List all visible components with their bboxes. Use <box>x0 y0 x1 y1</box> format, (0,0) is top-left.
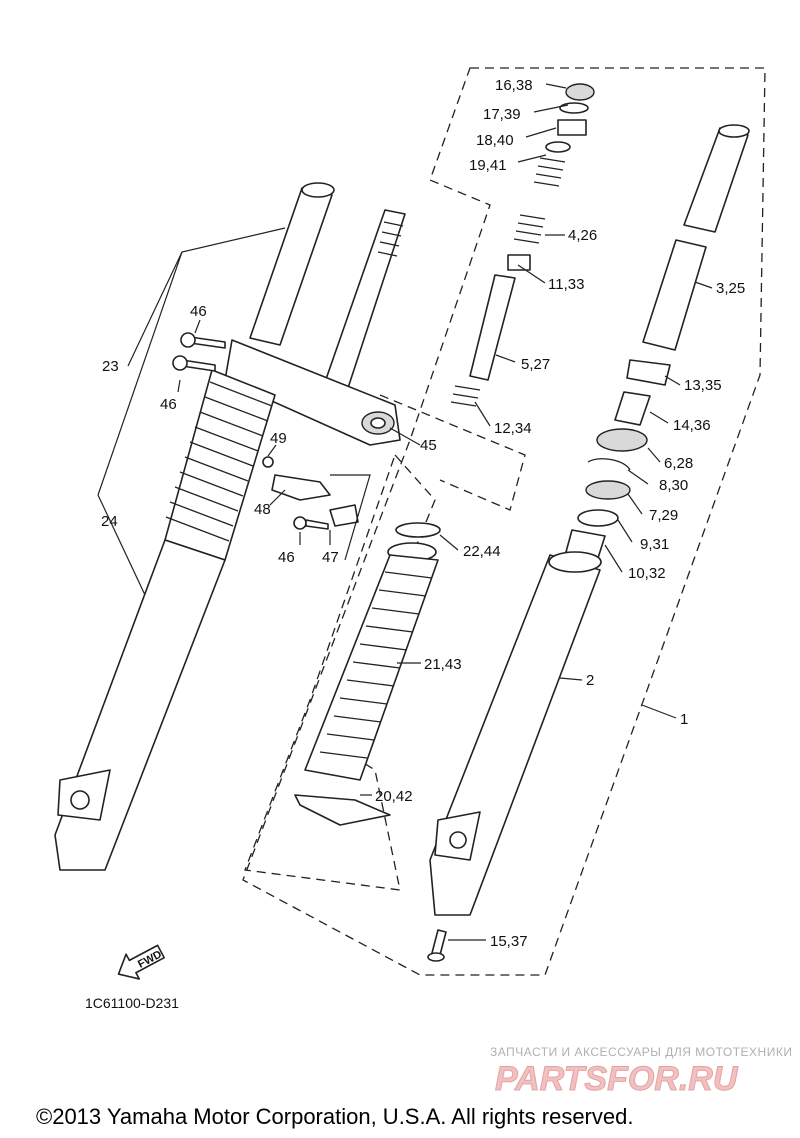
callout-46-lower: 46 <box>160 396 177 413</box>
nut-49 <box>262 456 274 468</box>
callout-13-35: 13,35 <box>684 377 722 394</box>
cartridge-parts <box>450 83 595 407</box>
spring-12-34 <box>450 385 481 407</box>
bushing-13-35 <box>626 359 671 386</box>
bolt-46-shank <box>305 519 329 530</box>
callout-17-39: 17,39 <box>483 106 521 123</box>
callout-15-37: 15,37 <box>490 933 528 950</box>
left-axle-hole <box>70 790 90 810</box>
left-inner-tube <box>249 187 333 346</box>
callout-11-33: 11,33 <box>548 276 584 293</box>
inner-tube-upper <box>683 127 749 233</box>
inner-tube-3-25 <box>642 239 707 351</box>
callout-9-31: 9,31 <box>640 536 669 553</box>
bracket-bolt-lower-head <box>172 355 188 371</box>
seal-6-28 <box>596 428 648 452</box>
callout-45: 45 <box>420 437 437 454</box>
spring-4-26 <box>513 214 546 244</box>
callout-10-32: 10,32 <box>628 565 666 582</box>
outer-tube-2 <box>429 554 601 916</box>
callout-46-guide: 46 <box>278 549 295 566</box>
inner-tube-upper-top <box>718 124 750 138</box>
bushing-14-36 <box>614 391 651 426</box>
under-bracket <box>224 339 401 446</box>
watermark-logo: PARTSFOR.RU <box>495 1060 739 1098</box>
bolt-15-37-head <box>427 952 445 962</box>
boot-group-boundary <box>244 453 436 891</box>
callout-5-27: 5,27 <box>521 356 550 373</box>
outer-tube-top <box>548 551 602 573</box>
watermark: ЗАПЧАСТИ И АКСЕССУАРЫ ДЛЯ МОТОТЕХНИКИ PA… <box>490 1045 792 1099</box>
callout-23: 23 <box>102 358 119 375</box>
fwd-arrow-icon: FWD <box>117 944 165 980</box>
left-tube-top <box>301 182 335 198</box>
guide-48 <box>271 474 331 501</box>
callout-47: 47 <box>322 549 339 566</box>
callout-4-26: 4,26 <box>568 227 597 244</box>
callout-48: 48 <box>254 501 271 518</box>
left-fork-assembly <box>54 182 406 871</box>
callout-19-41: 19,41 <box>469 157 507 174</box>
band-22-44 <box>395 522 441 538</box>
collar-11-33 <box>507 254 531 271</box>
callout-21-43: 21,43 <box>424 656 462 673</box>
boot-21-43 <box>304 554 439 781</box>
seal-7-29 <box>585 480 631 500</box>
spring-upper <box>533 157 566 187</box>
callout-6-28: 6,28 <box>664 455 693 472</box>
left-boot-ribs <box>165 381 273 542</box>
rod-5-27 <box>469 274 516 381</box>
leader-lines <box>97 83 713 941</box>
callout-8-30: 8,30 <box>659 477 688 494</box>
holder-link-boundary <box>379 394 526 511</box>
stem-thread <box>377 221 404 257</box>
left-fork-boot <box>164 369 276 561</box>
washer-47 <box>329 504 359 527</box>
right-fork-parts <box>427 124 750 962</box>
callout-24: 24 <box>101 513 118 530</box>
bracket-clamp-hole <box>370 417 386 429</box>
boot-21-43-ribs <box>319 571 433 759</box>
fwd-label: FWD <box>136 948 164 970</box>
left-outer-tube <box>54 539 226 871</box>
bolt-46-head <box>293 516 307 530</box>
callout-2: 2 <box>586 672 594 689</box>
boot-parts <box>294 522 441 826</box>
spacer-18-40 <box>557 119 587 136</box>
callout-14-36: 14,36 <box>673 417 711 434</box>
callout-7-29: 7,29 <box>649 507 678 524</box>
callout-18-40: 18,40 <box>476 132 514 149</box>
callout-3-25: 3,25 <box>716 280 745 297</box>
bracket-bolt-upper-head <box>180 332 196 348</box>
callout-12-34: 12,34 <box>494 420 532 437</box>
callout-22-44: 22,44 <box>463 543 501 560</box>
callout-20-42: 20,42 <box>375 788 413 805</box>
callout-16-38: 16,38 <box>495 77 533 94</box>
callout-49: 49 <box>270 430 287 447</box>
band-20-42 <box>294 794 391 826</box>
steering-stem <box>324 209 406 389</box>
copyright-notice: ©2013 Yamaha Motor Corporation, U.S.A. A… <box>36 1104 633 1129</box>
right-axle-hole <box>449 831 467 849</box>
callout-46-upper: 46 <box>190 303 207 320</box>
washer-19-41 <box>545 141 571 153</box>
watermark-subtitle: ЗАПЧАСТИ И АКСЕССУАРЫ ДЛЯ МОТОТЕХНИКИ <box>490 1045 792 1059</box>
clip-8-30 <box>587 458 631 471</box>
hose-guide-parts <box>262 456 359 530</box>
fork-assembly-boundary <box>242 67 766 976</box>
bolt-15-37 <box>431 929 447 956</box>
circlip-17-39 <box>559 102 589 114</box>
drawing-code: 1C61100-D231 <box>85 995 179 1011</box>
cap-16-38 <box>565 83 595 101</box>
callout-1: 1 <box>680 711 688 728</box>
group-boundaries <box>242 67 766 976</box>
washer-9-31 <box>577 509 619 527</box>
callout-labels: 16,38 17,39 18,40 19,41 4,26 11,33 5,27 … <box>101 77 745 950</box>
